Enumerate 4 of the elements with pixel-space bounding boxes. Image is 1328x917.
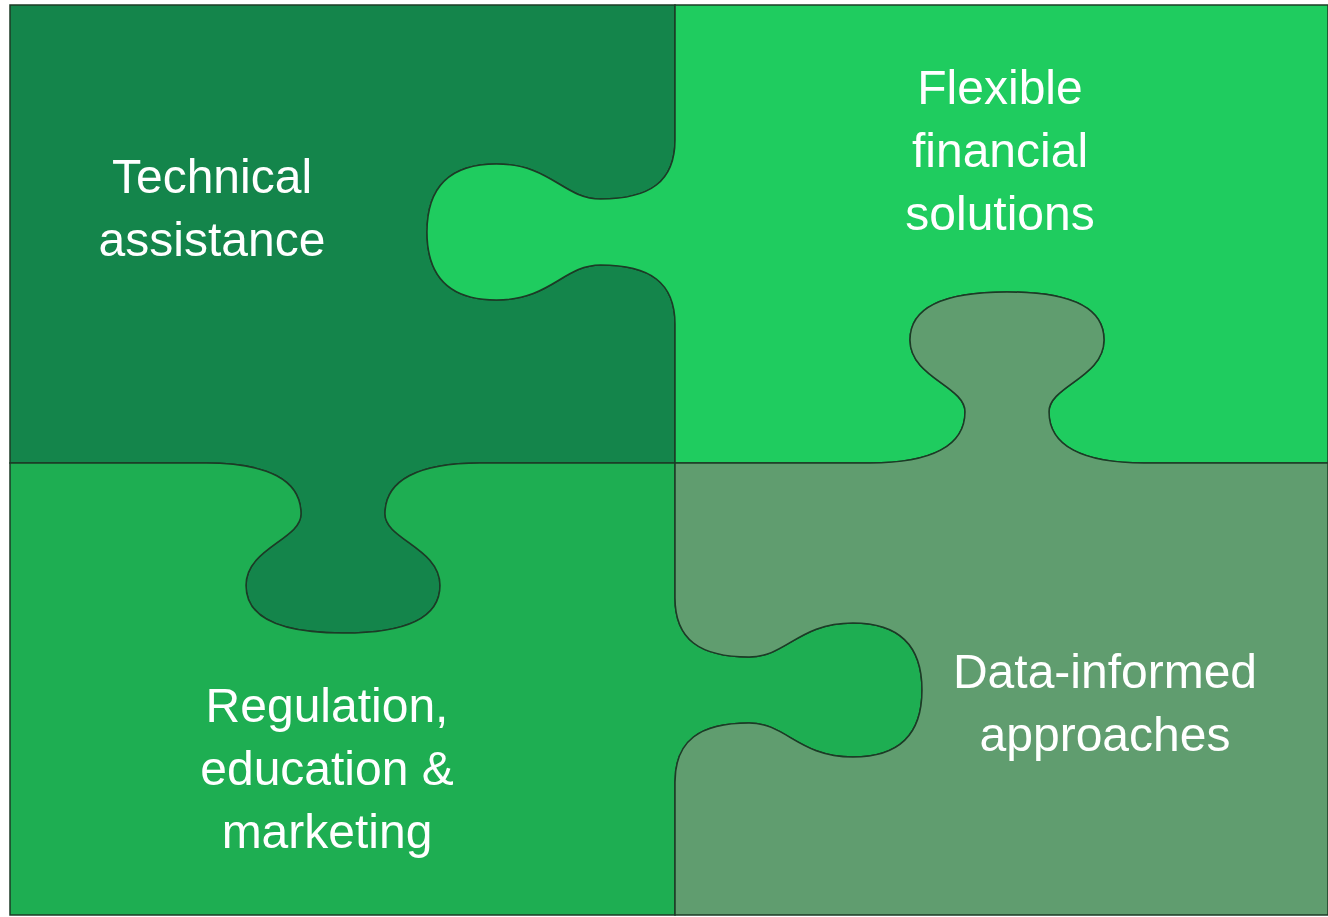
piece-label: Regulation, education & marketing [199,677,455,860]
piece-label: Flexible financial solutions [904,59,1096,242]
piece-label: Data-informed approaches [951,644,1259,763]
piece-label: Technical assistance [97,149,327,268]
